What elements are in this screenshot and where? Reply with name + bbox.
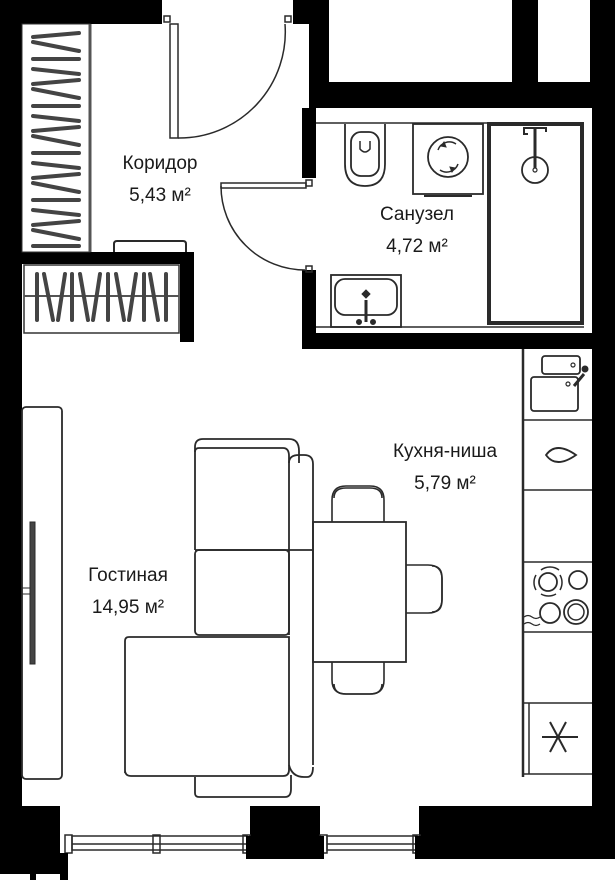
wall-top-far-right: [590, 0, 615, 108]
kitchen-counter: [521, 349, 592, 777]
window-right-icon: [319, 834, 421, 854]
chair-right-icon: [406, 564, 443, 614]
radiator-icon: [113, 240, 187, 252]
room-name: Санузел: [379, 204, 454, 225]
wall-right: [592, 100, 615, 808]
tv-cabinet-icon: [21, 406, 63, 780]
wall-shaft-bottom: [309, 82, 615, 108]
window-left-icon: [64, 834, 251, 854]
wall-top-left: [0, 0, 162, 24]
sofa-icon: [124, 438, 314, 798]
fridge-icon: [542, 721, 578, 753]
room-label-bathroom: Санузел 4,72 м²: [357, 199, 477, 263]
oven-icon: [544, 447, 578, 463]
entrance-door-icon: [163, 15, 292, 139]
room-area: 5,43 м²: [129, 185, 191, 206]
wall-corridor-bath-lower: [302, 270, 316, 346]
shower-icon: [487, 122, 584, 325]
room-area: 14,95 м²: [91, 597, 165, 618]
chair-top-icon: [331, 485, 385, 522]
wall-corridor-bath: [302, 108, 316, 178]
room-area: 4,72 м²: [386, 236, 448, 257]
wall-wardrobe-end: [180, 252, 194, 342]
wall-bottom-pier: [250, 806, 320, 856]
room-label-living: Гостиная 14,95 м²: [68, 560, 188, 624]
tv-icon: [21, 521, 36, 665]
toilet-icon: [344, 124, 386, 187]
kitchen-sink-icon: [530, 355, 589, 412]
wall-top-mid: [293, 0, 309, 24]
room-name: Коридор: [122, 153, 198, 174]
bathroom-door-icon: [220, 179, 313, 273]
wall-bath-bottom: [302, 333, 615, 349]
wall-wardrobe-divider: [22, 252, 194, 264]
dining-table-icon: [312, 521, 407, 663]
sink-icon: [330, 274, 402, 328]
cooktop-icon: [523, 566, 589, 627]
wall-bottom-left: [0, 806, 60, 874]
wall-bottom-right: [419, 806, 615, 856]
wall-top-right: [512, 0, 538, 108]
chair-bottom-icon: [331, 662, 385, 695]
room-label-kitchen: Кухня-ниша 5,79 м²: [375, 436, 515, 500]
room-name: Гостиная: [88, 565, 168, 586]
wardrobe-icon: [21, 23, 92, 253]
room-name: Кухня-ниша: [392, 441, 498, 462]
room-area: 5,79 м²: [414, 473, 476, 494]
room-label-corridor: Коридор 5,43 м²: [100, 148, 220, 212]
wall-left: [0, 0, 22, 808]
wall-top-right-block: [309, 0, 329, 108]
washing-machine-icon: [412, 123, 484, 197]
shoe-cabinet-icon: [23, 264, 180, 334]
